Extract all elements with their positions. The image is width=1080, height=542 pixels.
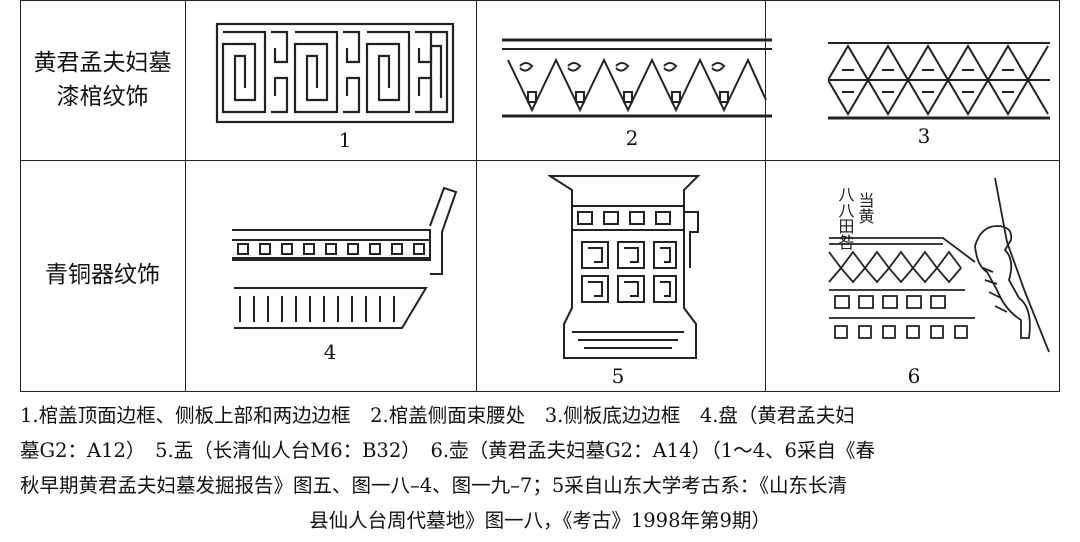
row-label-bronze: 青铜器纹饰 (20, 258, 185, 292)
panel-number-4: 4 (323, 340, 337, 364)
column-divider-2 (476, 0, 477, 392)
figure-table: 黄君孟夫妇墓 漆棺纹饰 青铜器纹饰 1 2 (20, 0, 1060, 392)
triangle-scroll-band-icon (502, 38, 772, 118)
caption-line-3: 秋早期黄君孟夫妇墓发掘报告》图五、图一八–4、图一九–7；5采自山东大学考古系：… (20, 474, 847, 497)
caption-line-2: 墓G2：A12） 5.盂（长清仙人台M6：B32） 6.壶（黄君孟夫妇墓G2：A… (20, 439, 875, 462)
panel-number-1: 1 (338, 128, 352, 152)
table-border (20, 0, 1060, 392)
row-divider (20, 160, 1060, 161)
panel-number-5: 5 (611, 364, 625, 388)
caption-line-4: 县仙人台周代墓地》图一八，《考古》1998年第9期） (309, 509, 771, 532)
panel-number-3: 3 (917, 124, 931, 148)
figure-caption: 1.棺盖顶面边框、侧板上部和两边边框 2.棺盖侧面束腰处 3.侧板底边边框 4.… (20, 398, 1060, 538)
bronze-pan-basin-icon (232, 186, 458, 329)
bronze-hu-vessel-tiger-icon: 当黄 八八田咎 (828, 177, 1050, 353)
inscription-col-2: 八八田咎 (836, 186, 855, 250)
caption-line-1: 1.棺盖顶面边框、侧板上部和两边边框 2.棺盖侧面束腰处 3.侧板底边边框 4.… (20, 404, 855, 427)
row-label-line: 青铜器纹饰 (45, 262, 160, 288)
column-divider-3 (765, 0, 766, 392)
row-label-line: 漆棺纹饰 (56, 84, 149, 110)
panel-number-2: 2 (625, 126, 639, 150)
bronze-yu-vessel-icon (548, 175, 701, 359)
triangle-lattice-band-icon (828, 42, 1050, 120)
panel-number-6: 6 (907, 364, 921, 388)
row-label-line: 黄君孟夫妇墓 (33, 50, 172, 76)
interlocking-spiral-band-icon (215, 22, 455, 124)
row-label-lacquer: 黄君孟夫妇墓 漆棺纹饰 (20, 46, 185, 114)
column-divider-1 (185, 0, 186, 392)
inscription-col-1: 当黄 (856, 192, 875, 224)
